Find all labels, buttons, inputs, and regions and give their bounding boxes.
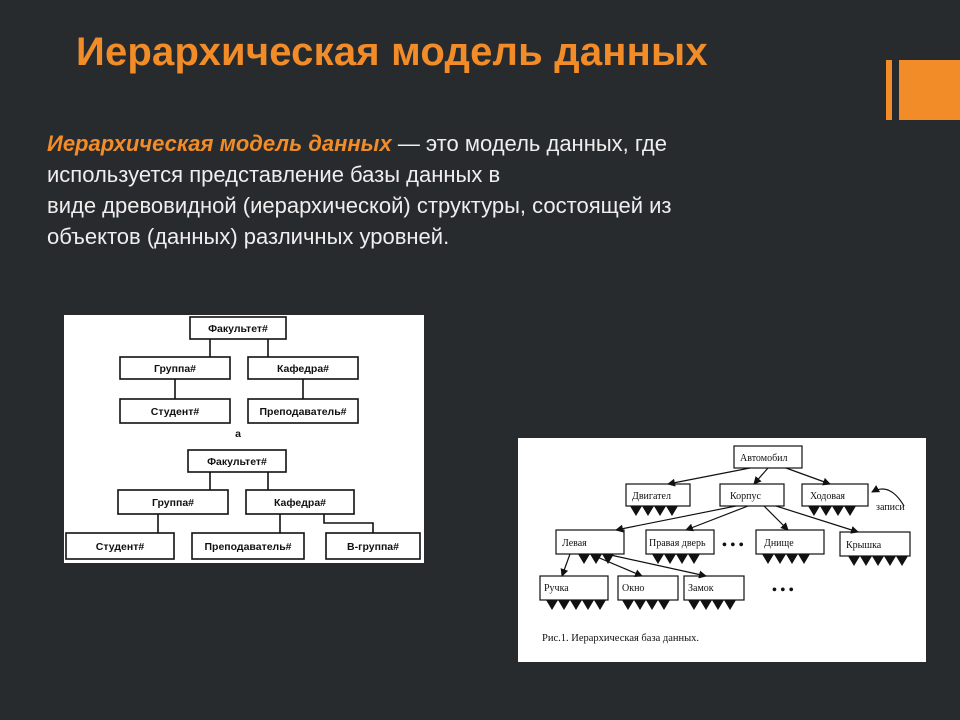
slide-title: Иерархическая модель данных: [76, 30, 708, 74]
label-group-top: Группа#: [154, 363, 196, 375]
label-teacher-bottom: Преподаватель#: [204, 541, 291, 553]
label-chassis: Ходовая: [810, 491, 845, 502]
label-faculty-top: Факультет#: [208, 323, 268, 335]
node-department-bottom: [245, 489, 355, 515]
label-lock: Замок: [688, 583, 714, 594]
label-vgroup-bottom: В-группа#: [347, 541, 399, 553]
figure-car-hierarchy: Автомобил Двигател Корпус Ходовая записи…: [518, 438, 926, 662]
label-body: Корпус: [730, 491, 762, 502]
definition-line-2: используется представление базы данных в: [47, 162, 501, 187]
label-hood: Крышка: [846, 540, 882, 551]
label-teacher-top: Преподаватель#: [259, 406, 346, 418]
node-teacher-bottom: [191, 532, 305, 560]
label-engine: Двигател: [632, 491, 671, 502]
accent-bar-thin: [886, 60, 892, 120]
label-left-door: Левая: [562, 538, 587, 549]
label-student-bottom: Студент#: [96, 541, 145, 553]
node-student-bottom: [65, 532, 175, 560]
definition-line-1: — это модель данных, где: [391, 131, 667, 156]
label-handle: Ручка: [544, 583, 569, 594]
figure-faculty-hierarchy: Факультет# Группа# Кафедра# Студент# Пре…: [64, 315, 424, 563]
figure-caption: Рис.1. Иерархическая база данных.: [542, 633, 699, 644]
ellipsis-level3: • • •: [772, 583, 794, 598]
definition-paragraph: Иерархическая модель данных — это модель…: [47, 128, 847, 252]
definition-term: Иерархическая модель данных: [47, 131, 392, 156]
accent-bar-block: [899, 60, 960, 120]
label-records: записи: [876, 502, 905, 513]
faculty-diagram: Факультет# Группа# Кафедра# Студент# Пре…: [65, 316, 421, 560]
label-group-bottom: Группа#: [152, 497, 194, 509]
label-window: Окно: [622, 583, 644, 594]
label-figure-a: а: [235, 428, 241, 440]
car-diagram: Автомобил Двигател Корпус Ходовая записи…: [539, 445, 911, 644]
label-bottom: Днище: [764, 538, 794, 549]
definition-line-3: виде древовидной (иерархической) структу…: [47, 193, 672, 218]
label-student-top: Студент#: [151, 406, 200, 418]
record-fans: [546, 506, 908, 610]
node-faculty-bottom: [187, 449, 287, 473]
node-faculty-top: [189, 316, 287, 340]
definition-line-4: объектов (данных) различных уровней.: [47, 224, 450, 249]
label-right-door: Правая дверь: [649, 538, 706, 549]
label-faculty-bottom: Факультет#: [207, 456, 267, 468]
node-group-bottom: [117, 489, 229, 515]
label-car: Автомобил: [740, 453, 788, 464]
node-body: [719, 483, 785, 507]
label-department-bottom: Кафедра#: [274, 497, 326, 509]
label-department-top: Кафедра#: [277, 363, 329, 375]
ellipsis-level2: • • •: [722, 538, 744, 553]
